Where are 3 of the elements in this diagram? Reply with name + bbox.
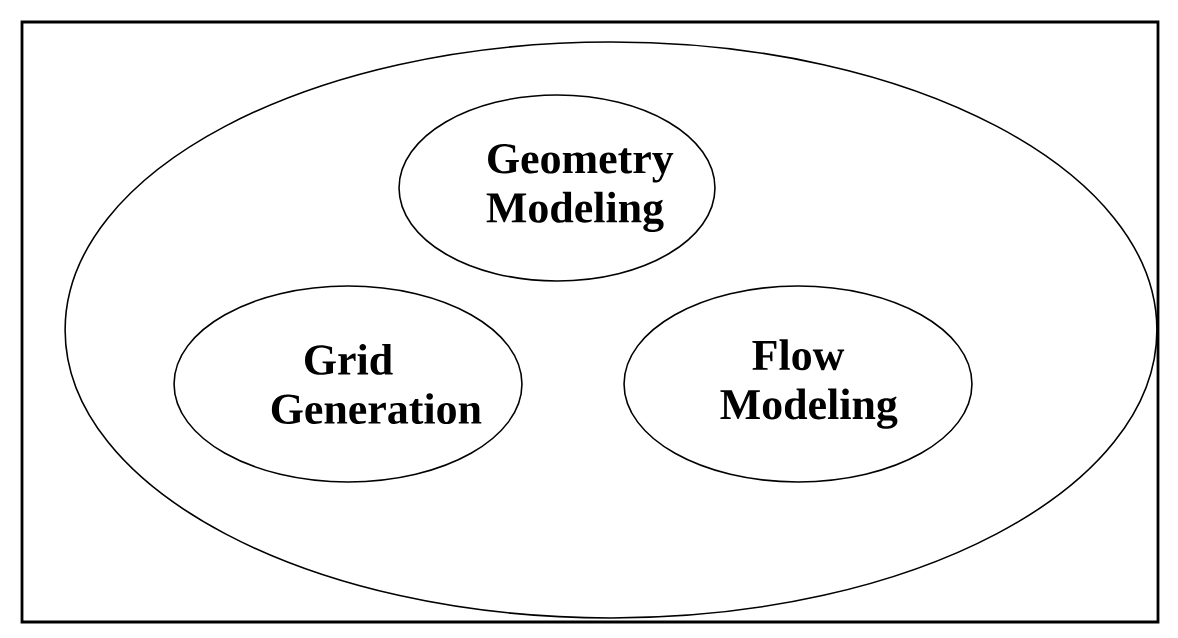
ellipse-node: Geometry Modeling xyxy=(398,94,716,282)
ellipse-node: Grid Generation xyxy=(173,285,523,483)
ellipse-node: Flow Modeling xyxy=(623,285,973,483)
